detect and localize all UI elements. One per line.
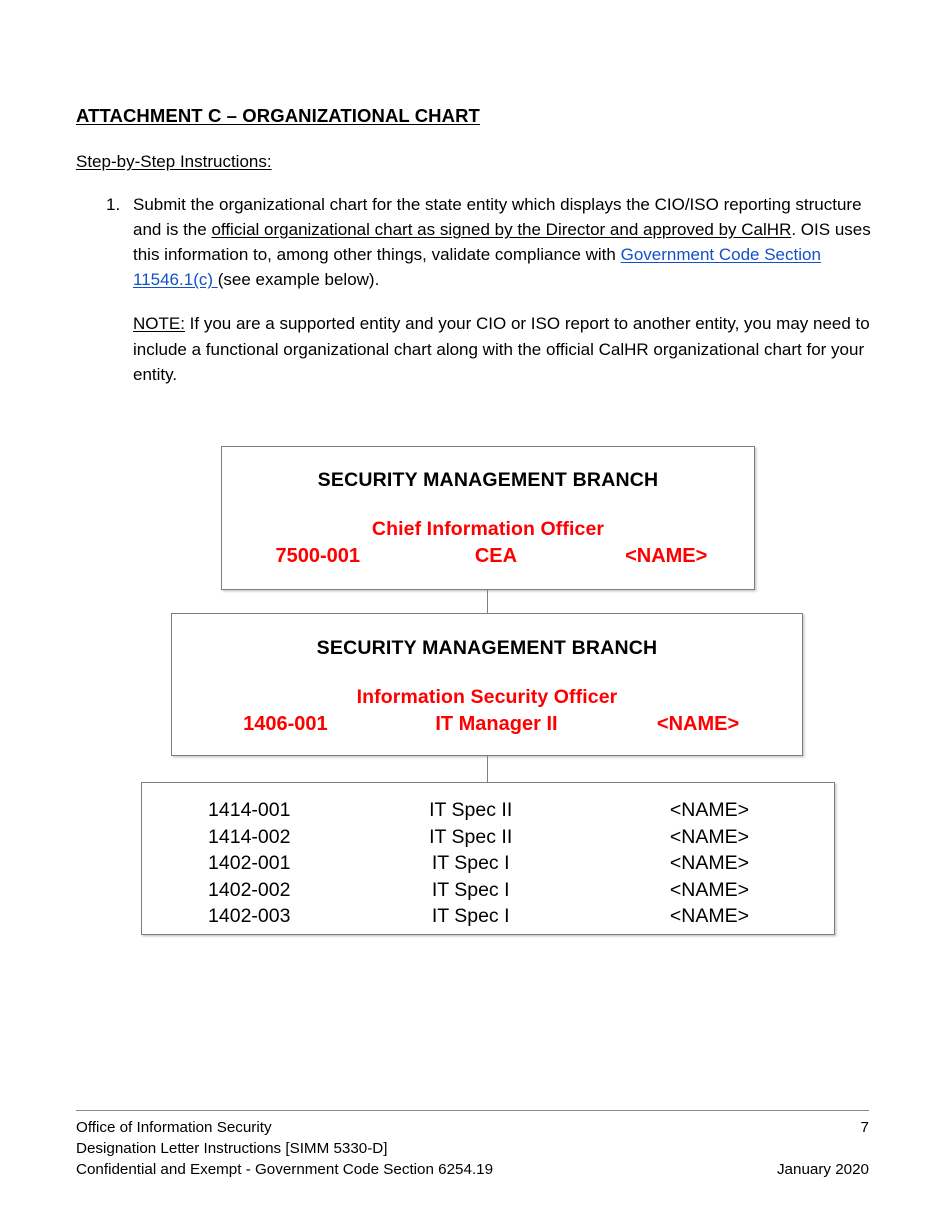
step-text-part1: Submit the organizational chart for the … bbox=[133, 195, 862, 239]
note-text: If you are a supported entity and your C… bbox=[133, 314, 870, 384]
org-node-cio-details: 7500-001 CEA <NAME> bbox=[222, 545, 754, 568]
table-row: 1414-002 IT Spec II <NAME> bbox=[142, 824, 834, 851]
staff-incumbent: <NAME> bbox=[669, 905, 749, 927]
footer-line-1: Office of Information Security 7 bbox=[76, 1117, 869, 1138]
staff-classification: IT Spec II bbox=[429, 799, 513, 821]
footer-divider bbox=[76, 1110, 869, 1111]
org-node-iso[interactable]: SECURITY MANAGEMENT BRANCH Information S… bbox=[171, 613, 803, 756]
org-node-iso-details: 1406-001 IT Manager II <NAME> bbox=[172, 713, 802, 736]
staff-classification: IT Spec I bbox=[431, 905, 510, 927]
staff-position-code: 1414-001 bbox=[208, 799, 291, 821]
org-node-cio-incumbent: <NAME> bbox=[625, 545, 708, 567]
note-paragraph: NOTE: If you are a supported entity and … bbox=[133, 311, 893, 388]
list-item: 1. Submit the organizational chart for t… bbox=[76, 192, 886, 292]
staff-classification: IT Spec II bbox=[429, 825, 513, 848]
staff-position-code: 1402-003 bbox=[208, 905, 291, 927]
instruction-list: 1. Submit the organizational chart for t… bbox=[76, 192, 886, 292]
staff-classification: IT Spec I bbox=[431, 878, 510, 901]
staff-position-code: 1402-002 bbox=[208, 878, 291, 901]
org-node-cio-classification: CEA bbox=[474, 545, 518, 567]
note-label: NOTE: bbox=[133, 314, 185, 333]
staff-position-code: 1414-002 bbox=[208, 825, 291, 848]
staff-classification: IT Spec I bbox=[431, 852, 510, 874]
list-item-number: 1. bbox=[106, 195, 121, 214]
footer-confidentiality-notice: Confidential and Exempt - Government Cod… bbox=[76, 1161, 494, 1178]
staff-list: 1414-001 IT Spec II <NAME> 1414-002 IT S… bbox=[142, 797, 834, 930]
step-text-part2: . OIS uses this information to, among ot… bbox=[133, 220, 871, 264]
instructions-subheading: Step-by-Step Instructions: bbox=[76, 152, 272, 171]
step-text-underlined: official organizational chart as signed … bbox=[211, 220, 792, 239]
footer-line-3: Confidential and Exempt - Government Cod… bbox=[76, 1159, 869, 1180]
footer-office-name: Office of Information Security bbox=[76, 1119, 272, 1136]
org-node-staff[interactable]: 1414-001 IT Spec II <NAME> 1414-002 IT S… bbox=[141, 782, 835, 935]
list-item-text: Submit the organizational chart for the … bbox=[133, 195, 871, 289]
connector-cio-to-iso bbox=[487, 589, 488, 614]
step-text-part3: (see example below). bbox=[217, 270, 380, 289]
government-code-link[interactable]: Government Code Section 11546.1(c) bbox=[133, 245, 821, 289]
page-title: ATTACHMENT C – ORGANIZATIONAL CHART bbox=[76, 105, 480, 126]
org-node-iso-classification: IT Manager II bbox=[435, 713, 558, 735]
staff-position-code: 1402-001 bbox=[208, 852, 291, 874]
table-row: 1402-002 IT Spec I <NAME> bbox=[142, 877, 834, 904]
footer-document-id: Designation Letter Instructions [SIMM 53… bbox=[76, 1140, 388, 1157]
footer-date: January 2020 bbox=[776, 1161, 869, 1178]
connector-iso-to-staff bbox=[487, 755, 488, 783]
org-node-iso-incumbent: <NAME> bbox=[656, 713, 740, 735]
org-node-cio-branch: SECURITY MANAGEMENT BRANCH bbox=[317, 469, 659, 491]
staff-incumbent: <NAME> bbox=[669, 825, 749, 848]
footer-text: Office of Information Security 7 Designa… bbox=[76, 1117, 869, 1180]
org-node-iso-branch: SECURITY MANAGEMENT BRANCH bbox=[316, 637, 658, 659]
org-node-cio-role: Chief Information Officer bbox=[371, 518, 605, 540]
org-node-cio[interactable]: SECURITY MANAGEMENT BRANCH Chief Informa… bbox=[221, 446, 755, 590]
staff-incumbent: <NAME> bbox=[669, 799, 749, 821]
page-number: 7 bbox=[860, 1119, 869, 1136]
footer-line-2: Designation Letter Instructions [SIMM 53… bbox=[76, 1138, 869, 1159]
staff-incumbent: <NAME> bbox=[669, 852, 749, 874]
org-node-iso-role: Information Security Officer bbox=[356, 686, 618, 708]
staff-incumbent: <NAME> bbox=[669, 878, 749, 901]
table-row: 1402-003 IT Spec I <NAME> bbox=[142, 903, 834, 930]
org-node-iso-position-code: 1406-001 bbox=[243, 713, 328, 735]
table-row: 1414-001 IT Spec II <NAME> bbox=[142, 797, 834, 824]
table-row: 1402-001 IT Spec I <NAME> bbox=[142, 850, 834, 877]
page-footer: Office of Information Security 7 Designa… bbox=[76, 1110, 869, 1180]
org-node-cio-position-code: 7500-001 bbox=[275, 545, 361, 567]
